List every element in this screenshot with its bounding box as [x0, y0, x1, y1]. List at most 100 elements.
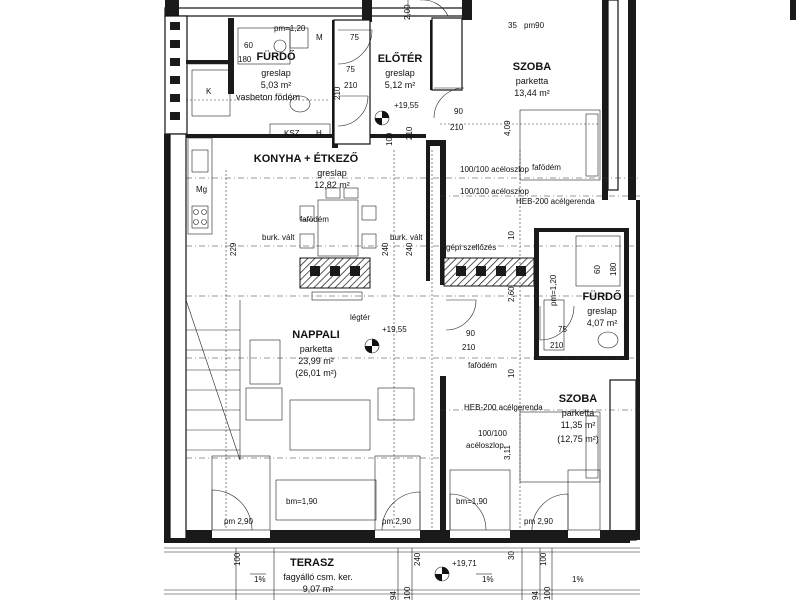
beam-label: HEB-200 acélgerenda	[516, 197, 595, 206]
dimension-label: 210	[450, 123, 464, 132]
dimension-label: 75	[350, 33, 359, 42]
beam-label: HEB-200 acélgerenda	[464, 403, 543, 412]
dimension-label: 210	[550, 341, 564, 350]
dimension-label: 10	[507, 231, 516, 240]
room-floor: greslap	[587, 306, 617, 316]
dimension-label: 210	[405, 126, 414, 140]
level-markers	[364, 110, 450, 582]
room-name-terasz: TERASZ	[290, 557, 334, 569]
dimension-label: pm90	[524, 21, 545, 30]
room-name-furdo: FÜRDŐ	[256, 50, 296, 63]
dimension-label: 60	[593, 265, 602, 274]
tile-change-label: burk. vált	[390, 233, 423, 242]
dimension-label: 240	[405, 242, 414, 256]
room-area: 4,07 m²	[587, 318, 618, 328]
column-label: 100/100	[478, 429, 507, 438]
dimension-label: 100	[543, 586, 552, 600]
fixture-label: KSZ	[284, 129, 300, 138]
dimension-label: 2,60	[507, 286, 516, 302]
walls	[164, 0, 796, 543]
column-label: 100/100 acéloszlop	[460, 187, 529, 196]
dimension-label: 180	[238, 55, 252, 64]
level-label: +19,55	[394, 101, 419, 110]
dimension-label: 94	[389, 591, 398, 600]
sill-height: bm=1,90	[456, 497, 488, 506]
dimension-label: 210	[333, 86, 342, 100]
room-name-szoba: SZOBA	[513, 61, 552, 73]
dimension-label: 229	[229, 242, 238, 256]
fixture-label: K	[206, 87, 212, 96]
floor-structure-label: fafödém	[468, 361, 497, 370]
room-area-gross: (12,75 m²)	[557, 434, 599, 444]
level-label: +19,55	[382, 325, 407, 334]
dimension-label: 90	[466, 329, 475, 338]
dimension-label: 240	[381, 242, 390, 256]
annotations: pm=1,20 60 180 75 75 210 90 210 35 pm90 …	[196, 4, 618, 600]
dimension-label: 94	[531, 591, 540, 600]
room-area: 23,99 m²	[298, 356, 334, 366]
room-floor: fagyálló csm. ker.	[283, 572, 353, 582]
dimension-label: 75	[346, 65, 355, 74]
slope-label: 1%	[482, 575, 494, 584]
dimension-label: 240	[413, 552, 422, 566]
fixture-label: Mg	[196, 185, 207, 194]
dimension-label: 10	[507, 369, 516, 378]
level-label: +19,71	[452, 559, 477, 568]
sill-height: bm=1,90	[286, 497, 318, 506]
dimension-label: 75	[558, 325, 567, 334]
room-floor: parketta	[300, 344, 333, 354]
fixture-label: M	[316, 33, 323, 42]
parapet-height: pm 2,90	[382, 517, 411, 526]
room-name-eloter: ELŐTÉR	[378, 52, 423, 65]
column-label: 100/100 acéloszlop	[460, 165, 529, 174]
dimension-label: 100	[233, 552, 242, 566]
slope-label: 1%	[572, 575, 584, 584]
room-area: 11,35 m²	[561, 420, 596, 430]
dimension-label: 210	[344, 81, 358, 90]
room-floor: greslap	[385, 68, 415, 78]
room-floor: greslap	[261, 68, 291, 78]
room-area: 5,03 m²	[261, 80, 292, 90]
ventilation-label: gépi szellőzés	[446, 243, 496, 252]
room-name-konyha: KONYHA + ÉTKEZŐ	[254, 152, 359, 165]
bottom-dimensions	[164, 547, 640, 600]
room-labels: FÜRDŐ greslap 5,03 m² vasbeton födém ELŐ…	[236, 50, 622, 594]
dimension-label: 60	[244, 41, 253, 50]
doors	[188, 0, 575, 531]
void-label: légtér	[350, 313, 370, 322]
room-name-nappali: NAPPALI	[292, 329, 339, 341]
floor-structure-label: fafödém	[532, 163, 561, 172]
slope-label: 1%	[254, 575, 266, 584]
parapet-height: pm 2,90	[524, 517, 553, 526]
room-area: 9,07 m²	[303, 584, 334, 594]
parapet-height: pm=1,20	[274, 24, 306, 33]
column-label: acéloszlop	[466, 441, 504, 450]
level-marker-icon	[434, 566, 450, 582]
dimension-label: 3,11	[503, 444, 512, 460]
room-floor: parketta	[562, 408, 595, 418]
dimension-label: 100	[539, 552, 548, 566]
level-marker-icon	[364, 338, 380, 354]
dimension-label: 4,09	[503, 120, 512, 136]
tile-change-label: burk. vált	[262, 233, 295, 242]
room-area: 12,82 m²	[314, 180, 350, 190]
floor-structure-label: fafödém	[300, 215, 329, 224]
dimension-label: 35	[508, 21, 517, 30]
room-floor: greslap	[317, 168, 347, 178]
room-name-furdo2: FÜRDŐ	[582, 290, 622, 303]
parapet-height: pm 2,90	[224, 517, 253, 526]
dimension-label: 100	[385, 132, 394, 146]
dimension-label: 30	[507, 551, 516, 560]
level-marker-icon	[374, 110, 390, 126]
fixture-label: H	[316, 129, 322, 138]
dimension-label: 90	[454, 107, 463, 116]
fixtures	[185, 27, 621, 531]
room-floor: parketta	[516, 76, 549, 86]
room-note: vasbeton födém	[236, 92, 300, 102]
dimension-label: 100	[403, 586, 412, 600]
room-area: 13,44 m²	[514, 88, 550, 98]
parapet-height: pm=1,20	[549, 274, 558, 306]
room-area: 5,12 m²	[385, 80, 416, 90]
dimension-label: 210	[462, 343, 476, 352]
